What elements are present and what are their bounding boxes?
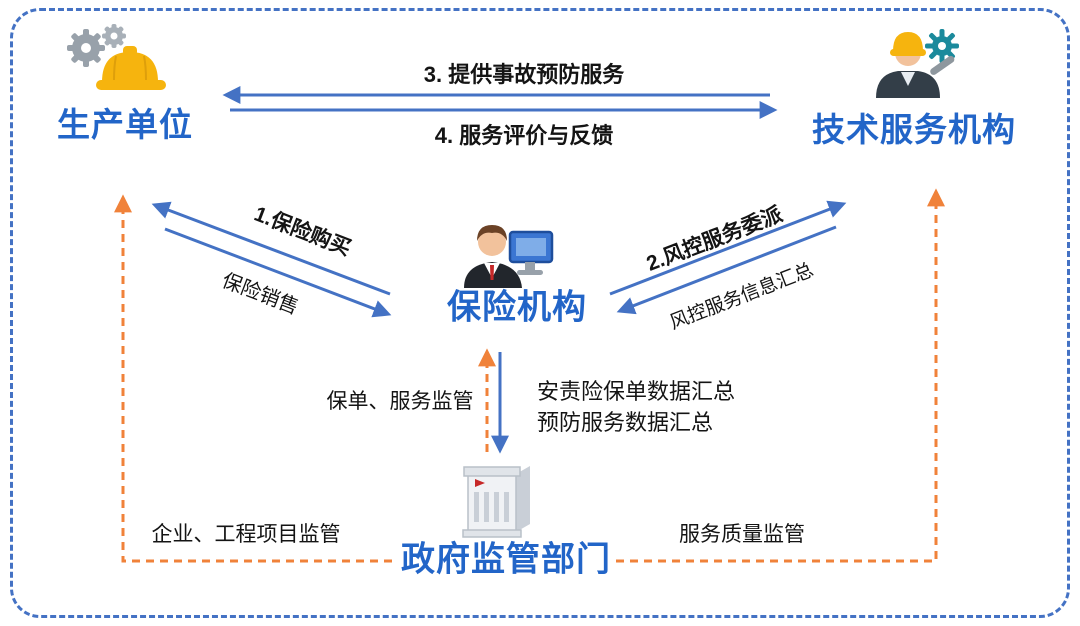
helmet-brim xyxy=(890,49,926,56)
edge-prevention-data-label: 预防服务数据汇总 xyxy=(537,410,714,435)
diagram-border xyxy=(10,8,1070,618)
edge-feedback-label: 4. 服务评价与反馈 xyxy=(434,123,614,148)
edge-prevention-label: 3. 提供事故预防服务 xyxy=(423,62,625,87)
agent-face xyxy=(478,228,506,256)
monitor-stand xyxy=(525,262,535,270)
building-column xyxy=(504,492,509,522)
edge-quality-supervision-label: 服务质量监管 xyxy=(679,523,805,546)
building-base xyxy=(462,529,522,538)
building-column xyxy=(484,492,489,522)
building-roof xyxy=(463,466,521,477)
edge-policy-data-label: 安责险保单数据汇总 xyxy=(537,379,736,404)
building-column xyxy=(474,492,479,522)
node-producer-label: 生产单位 xyxy=(57,106,193,143)
monitor-screen xyxy=(516,238,546,256)
node-insurer-label: 保险机构 xyxy=(447,288,587,327)
hardhat-icon xyxy=(96,46,166,90)
government-building-icon xyxy=(462,466,530,538)
wrench-icon xyxy=(930,55,955,75)
node-tech-service-label: 技术服务机构 xyxy=(812,111,1016,148)
worker-shirt xyxy=(901,72,915,86)
gear-icon xyxy=(925,29,959,63)
agent-tie xyxy=(490,265,494,280)
helmet-icon xyxy=(893,32,923,51)
monitor-base xyxy=(517,270,543,275)
gears-hardhat-icon xyxy=(67,24,166,90)
edge-data-summary-labels: 安责险保单数据汇总 预防服务数据汇总 xyxy=(537,376,735,438)
worker-tools-icon xyxy=(876,29,959,98)
edge-policy-supervision-label: 保单、服务监管 xyxy=(326,390,474,413)
building-side xyxy=(516,466,530,532)
building-column xyxy=(494,492,499,522)
small-gear-icon xyxy=(102,24,126,48)
agent-hair xyxy=(477,225,507,241)
edge-enterprise-supervision-label: 企业、工程项目监管 xyxy=(151,523,341,546)
gear-icon xyxy=(67,29,105,67)
agent-computer-icon xyxy=(464,225,554,288)
node-government-label: 政府监管部门 xyxy=(401,540,611,579)
building-emblem xyxy=(475,479,485,487)
